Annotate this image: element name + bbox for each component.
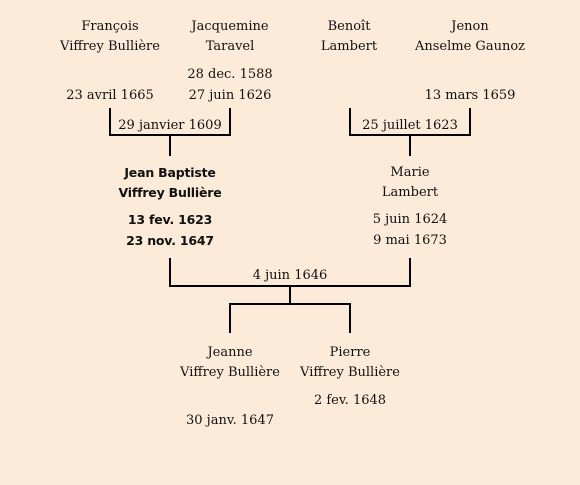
connector-jeanne-drop [229,303,231,333]
marie-last-name: Lambert [381,185,439,200]
jacquemine-first-name: Jacquemine [191,19,269,34]
marie-birth-date: 5 juin 1624 [372,212,448,227]
connector-jenon-drop [469,108,471,136]
pierre-first-name: Pierre [329,345,371,360]
jean-baptiste-first-name: Jean Baptiste [124,165,216,180]
jacquemine-last-name: Taravel [205,39,255,54]
francois-birth-date: 23 avril 1665 [66,88,154,103]
jeanne-date: 30 janv. 1647 [186,413,274,428]
francois-first-name: François [81,19,139,34]
connector-marie-drop [409,258,411,287]
jean-baptiste-death-date: 23 nov. 1647 [126,233,214,248]
connector-jean-baptiste-drop [169,258,171,287]
francois-last-name: Viffrey Bullière [60,39,160,54]
jenon-death-date: 13 mars 1659 [424,88,516,103]
jacquemine-birth-date: 28 dec. 1588 [187,67,273,82]
benoit-first-name: Benoît [327,19,371,34]
marie-first-name: Marie [390,165,430,180]
connector-francois-drop [109,108,111,136]
connector-parents-to-children [289,285,291,305]
connector-right-to-marie [409,134,411,156]
pierre-date: 2 fev. 1648 [313,393,387,408]
jeanne-first-name: Jeanne [207,345,253,360]
connector-children-bar [229,303,351,305]
connector-jacquemine-drop [229,108,231,136]
marriage-date-left: 29 janvier 1609 [118,118,222,133]
jenon-first-name: Jenon [451,19,489,34]
jean-baptiste-last-name: Viffrey Bullière [118,185,222,200]
jeanne-last-name: Viffrey Bullière [180,365,280,380]
connector-benoit-drop [349,108,351,136]
marriage-date-center: 4 juin 1646 [252,268,328,283]
marriage-date-right: 25 juillet 1623 [362,118,458,133]
benoit-last-name: Lambert [320,39,378,54]
pierre-last-name: Viffrey Bullière [300,365,400,380]
connector-pierre-drop [349,303,351,333]
connector-left-to-jean-baptiste [169,134,171,156]
marie-death-date: 9 mai 1673 [373,233,447,248]
jenon-last-name: Anselme Gaunoz [415,39,525,54]
jean-baptiste-birth-date: 13 fev. 1623 [127,212,213,227]
jacquemine-death-date: 27 juin 1626 [188,88,272,103]
